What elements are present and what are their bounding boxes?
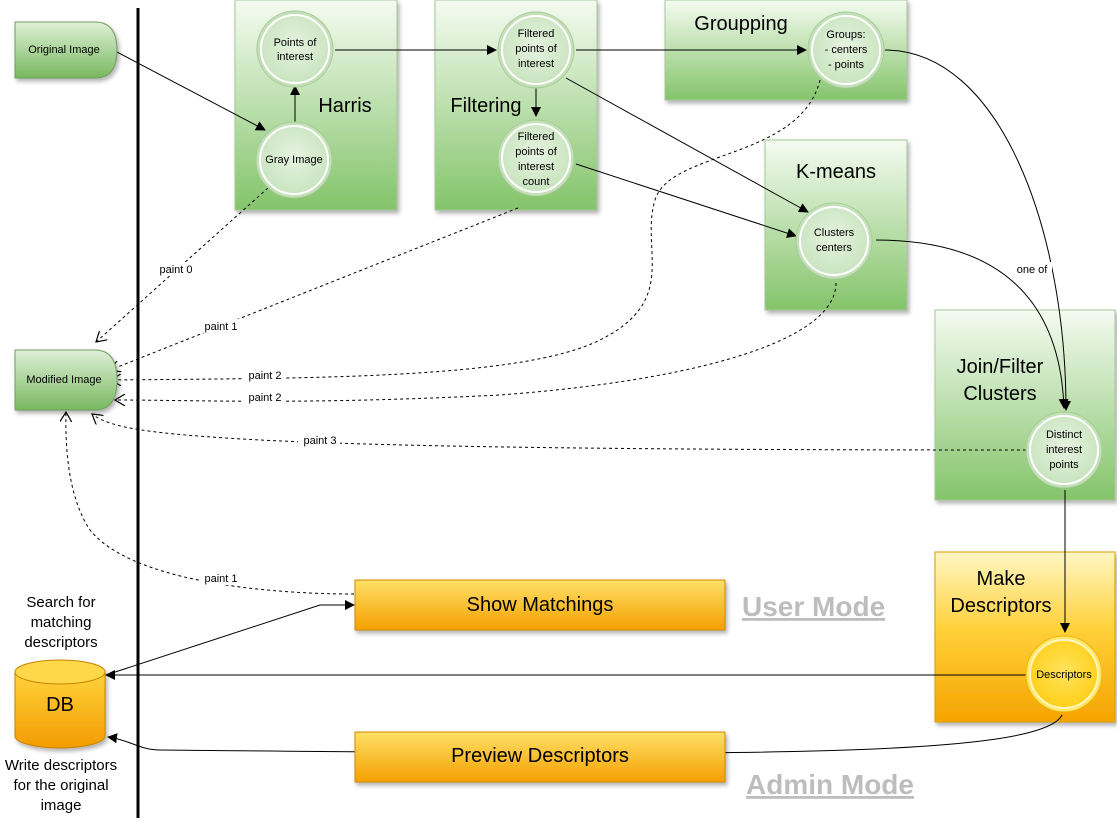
- clusters-centers-line1: Clusters: [814, 227, 855, 239]
- show-matchings-button[interactable]: Show Matchings: [354, 579, 726, 631]
- modified-image-label: Modified Image: [26, 374, 101, 386]
- edge-paint3: [92, 414, 1027, 451]
- edge-label-paint2-clusters-bg: [244, 390, 286, 404]
- edge-paint1-show: [66, 412, 355, 595]
- gray-image-node[interactable]: Gray Image: [255, 121, 333, 199]
- distinct-points-line3: points: [1049, 459, 1079, 471]
- filtered-poi-count-node[interactable]: Filtered points of interest count: [497, 119, 575, 197]
- clusters-centers-line2: centers: [816, 242, 853, 254]
- preview-descriptors-button[interactable]: Preview Descriptors: [354, 731, 726, 783]
- points-of-interest-line2: interest: [277, 51, 313, 63]
- edge-original-to-gray: [116, 51, 266, 131]
- edge-label-paint3-bg: [298, 433, 340, 447]
- filtered-poi-count-line1: Filtered: [518, 131, 555, 143]
- edge-groups-to-distinct: [884, 49, 1071, 411]
- write-note: Write descriptors for the original image: [5, 757, 117, 814]
- points-of-interest-line1: Points of: [274, 37, 318, 49]
- edge-labels: paint 0 paint 1 paint 2 paint 2 paint 3 …: [154, 262, 1052, 585]
- edge-label-paint1-show: paint 1: [204, 573, 237, 585]
- filtered-poi-count-line2: points of: [515, 146, 558, 158]
- edge-filtered-to-clusters: [565, 77, 809, 213]
- filtered-poi-line3: interest: [518, 58, 554, 70]
- edge-db-to-show-matchings: [105, 600, 355, 676]
- gray-image-label: Gray Image: [265, 154, 322, 166]
- edge-paint2-clusters: [115, 282, 837, 401]
- edge-count-to-clusters: [575, 163, 797, 238]
- edge-label-paint2-clusters: paint 2: [248, 392, 281, 404]
- make-descriptors-label-line2: Descriptors: [950, 595, 1051, 617]
- edge-label-paint3: paint 3: [303, 435, 336, 447]
- filtered-poi-line1: Filtered: [518, 28, 555, 40]
- search-note-line1: Search for: [26, 594, 95, 611]
- user-mode-link[interactable]: User Mode: [742, 591, 885, 622]
- filtered-poi-node[interactable]: Filtered points of interest: [497, 11, 575, 89]
- distinct-points-line1: Distinct: [1046, 429, 1082, 441]
- edge-label-paint1-show-bg: [200, 571, 242, 585]
- edge-label-paint2-groups: paint 2: [248, 370, 281, 382]
- groups-node[interactable]: Groups: - centers - points: [807, 11, 885, 89]
- original-image-label: Original Image: [28, 44, 100, 56]
- join-filter-label-line2: Clusters: [963, 383, 1036, 405]
- solid-edges: [105, 45, 1071, 754]
- join-filter-label-line1: Join/Filter: [957, 356, 1044, 378]
- preview-descriptors-label: Preview Descriptors: [451, 745, 629, 767]
- write-note-line2: for the original: [13, 777, 108, 794]
- search-note-line3: descriptors: [24, 634, 97, 651]
- kmeans-label: K-means: [796, 161, 876, 183]
- edge-label-paint2-groups-bg: [244, 368, 286, 382]
- descriptors-label: Descriptors: [1036, 669, 1092, 681]
- distinct-points-node[interactable]: Distinct interest points: [1025, 411, 1103, 489]
- edge-label-paint1-filter: paint 1: [204, 321, 237, 333]
- clusters-centers-node[interactable]: Clusters centers: [795, 202, 873, 280]
- groups-line1: Groups:: [826, 29, 865, 41]
- make-descriptors-label-line1: Make: [977, 568, 1026, 590]
- edge-paint2-groups: [111, 79, 821, 380]
- groupping-label: Groupping: [694, 13, 787, 35]
- edge-label-one-of: one of: [1017, 264, 1049, 276]
- filtered-poi-line2: points of: [515, 43, 558, 55]
- edge-paint1-filter: [110, 207, 519, 370]
- admin-mode-link[interactable]: Admin Mode: [746, 769, 914, 800]
- harris-label: Harris: [318, 95, 371, 117]
- edge-label-paint1-filter-bg: [200, 319, 242, 333]
- distinct-points-line2: interest: [1046, 444, 1082, 456]
- show-matchings-label: Show Matchings: [467, 594, 614, 616]
- write-note-line1: Write descriptors: [5, 757, 117, 774]
- original-image-node[interactable]: Original Image: [14, 21, 118, 79]
- db-label: DB: [46, 694, 74, 716]
- write-note-line3: image: [41, 797, 82, 814]
- search-note-line2: matching: [31, 614, 92, 631]
- edge-clusters-to-distinct: [875, 239, 1069, 409]
- search-note: Search for matching descriptors: [24, 594, 97, 651]
- filtering-label: Filtering: [450, 95, 521, 117]
- edge-label-paint0: paint 0: [159, 264, 192, 276]
- edge-label-one-of-bg: [1012, 262, 1052, 276]
- edge-label-paint0-bg: [154, 262, 196, 276]
- filtered-poi-count-line4: count: [523, 176, 550, 188]
- modified-image-node[interactable]: Modified Image: [14, 349, 118, 411]
- filtered-poi-count-line3: interest: [518, 161, 554, 173]
- db-cylinder[interactable]: DB: [14, 659, 106, 749]
- points-of-interest-node[interactable]: Points of interest: [256, 10, 334, 88]
- groups-line3: - points: [828, 59, 865, 71]
- groups-line2: - centers: [825, 44, 868, 56]
- descriptors-node[interactable]: Descriptors: [1025, 635, 1103, 713]
